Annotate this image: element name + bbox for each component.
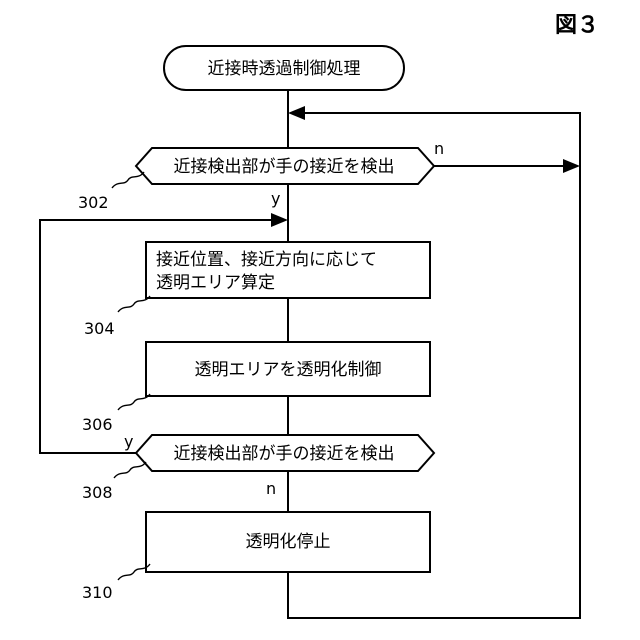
process-304-label-line2: 透明エリア算定 bbox=[156, 273, 275, 293]
ref-302-leader bbox=[112, 172, 144, 188]
ref-302: 302 bbox=[78, 193, 109, 212]
d302-no-arrowhead bbox=[563, 159, 580, 173]
ref-308-leader bbox=[114, 462, 146, 478]
ref-308: 308 bbox=[82, 483, 113, 502]
ref-310: 310 bbox=[82, 583, 113, 602]
d308-yes-loop-arrowhead bbox=[271, 213, 288, 227]
ref-304: 304 bbox=[84, 319, 115, 338]
d302-no-label: n bbox=[434, 139, 444, 158]
loop-return-arrowhead bbox=[288, 106, 305, 120]
d302-yes-label: y bbox=[271, 189, 280, 208]
figure-label: 図３ bbox=[555, 13, 599, 38]
d308-no-label: n bbox=[266, 479, 276, 498]
d308-yes-label: y bbox=[124, 432, 133, 451]
start-terminal-label: 近接時透過制御処理 bbox=[208, 59, 361, 79]
process-304-label-line1: 接近位置、接近方向に応じて bbox=[156, 250, 377, 270]
process-306-label: 透明エリアを透明化制御 bbox=[195, 360, 382, 380]
process-310-label: 透明化停止 bbox=[246, 532, 331, 552]
ref-306: 306 bbox=[82, 415, 113, 434]
decision-302-label: 近接検出部が手の接近を検出 bbox=[174, 157, 395, 177]
decision-308-label: 近接検出部が手の接近を検出 bbox=[174, 444, 395, 464]
